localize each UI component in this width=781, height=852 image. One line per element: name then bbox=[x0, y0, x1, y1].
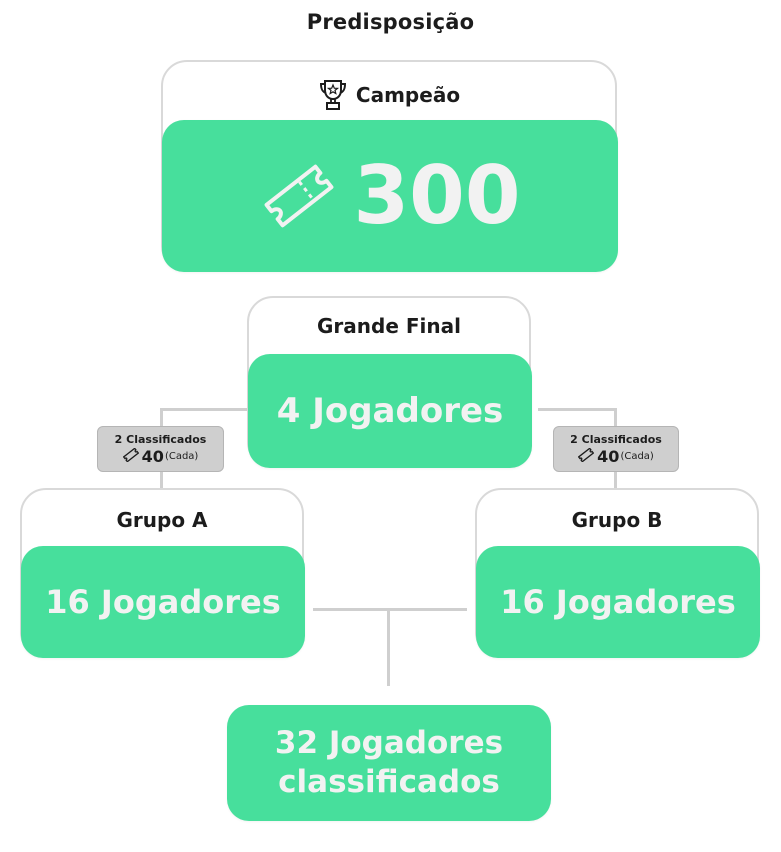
connector-bottom-vertical bbox=[387, 608, 390, 686]
champion-prize-box: 300 bbox=[162, 120, 618, 272]
badge-right-bottom: 40 (Cada) bbox=[554, 447, 678, 466]
badge-right-value: 40 bbox=[597, 447, 620, 466]
badge-right-suffix: (Cada) bbox=[620, 451, 654, 462]
champion-header: Campeão bbox=[163, 78, 615, 112]
badge-left-top: 2 Classificados bbox=[114, 433, 207, 446]
badge-right: 2 Classificados 40 (Cada) bbox=[553, 426, 679, 472]
qualified-line2: classificados bbox=[278, 764, 500, 800]
ticket-icon bbox=[122, 447, 139, 466]
champion-card: Campeão 300 bbox=[161, 60, 618, 272]
qualified-players-box: 32 Jogadores classificados bbox=[227, 705, 551, 821]
group-b-label: Grupo B bbox=[571, 508, 663, 532]
group-b-card: Grupo B 16 Jogadores bbox=[475, 488, 760, 658]
trophy-icon bbox=[318, 78, 348, 112]
group-a-players-box: 16 Jogadores bbox=[21, 546, 305, 658]
champion-value: 300 bbox=[353, 149, 521, 242]
connector-bottom-horizontal bbox=[313, 608, 467, 611]
champion-label: Campeão bbox=[355, 83, 461, 107]
group-a-label: Grupo A bbox=[116, 508, 208, 532]
qualified-line1: 32 Jogadores bbox=[274, 725, 504, 762]
ticket-icon bbox=[577, 447, 595, 466]
badge-left-value: 40 bbox=[141, 447, 164, 466]
badge-right-top: 2 Classificados bbox=[570, 433, 662, 446]
badge-left-bottom: 40 (Cada) bbox=[98, 447, 223, 466]
final-label: Grande Final bbox=[317, 314, 461, 338]
final-card: Grande Final 4 Jogadores bbox=[247, 296, 532, 468]
connector-left-horizontal bbox=[161, 408, 247, 411]
group-b-players-box: 16 Jogadores bbox=[476, 546, 760, 658]
badge-left-suffix: (Cada) bbox=[164, 451, 199, 462]
group-a-card: Grupo A 16 Jogadores bbox=[20, 488, 305, 658]
badge-left: 2 Classificados 40 (Cada) bbox=[97, 426, 224, 472]
connector-right-horizontal bbox=[538, 408, 615, 411]
page-title: Predisposição bbox=[306, 10, 475, 34]
ticket-icon bbox=[260, 163, 338, 229]
final-players-box: 4 Jogadores bbox=[248, 354, 532, 468]
